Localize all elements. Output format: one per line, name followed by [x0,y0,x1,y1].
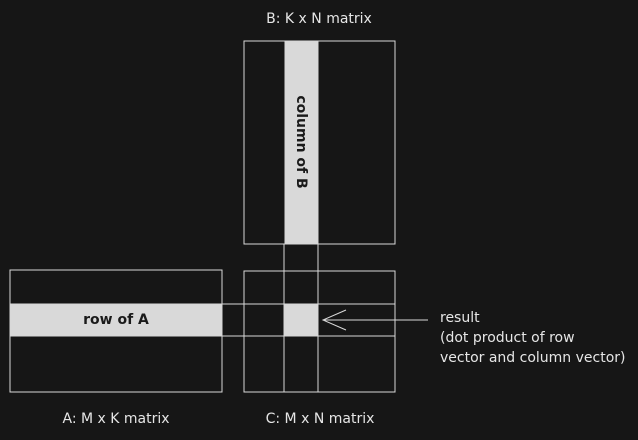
matrix-b-title: B: K x N matrix [266,11,372,27]
matrix-a-title: A: M x K matrix [62,411,170,427]
result-arrow-head [321,309,347,331]
row-of-a-label: row of A [83,312,149,328]
result-annotation-line-3: vector and column vector) [440,350,626,366]
result-annotation-line-1: result [440,310,480,326]
row-of-a-highlight [9,303,223,337]
result-annotation-line-2: (dot product of row [440,330,575,346]
result-cell [284,304,319,336]
column-of-b-highlight [284,41,319,244]
matrix-b [243,40,396,245]
matrix-c-title: C: M x N matrix [265,411,375,427]
matrix-c [243,270,396,393]
column-of-b-label: column of B [293,95,309,188]
